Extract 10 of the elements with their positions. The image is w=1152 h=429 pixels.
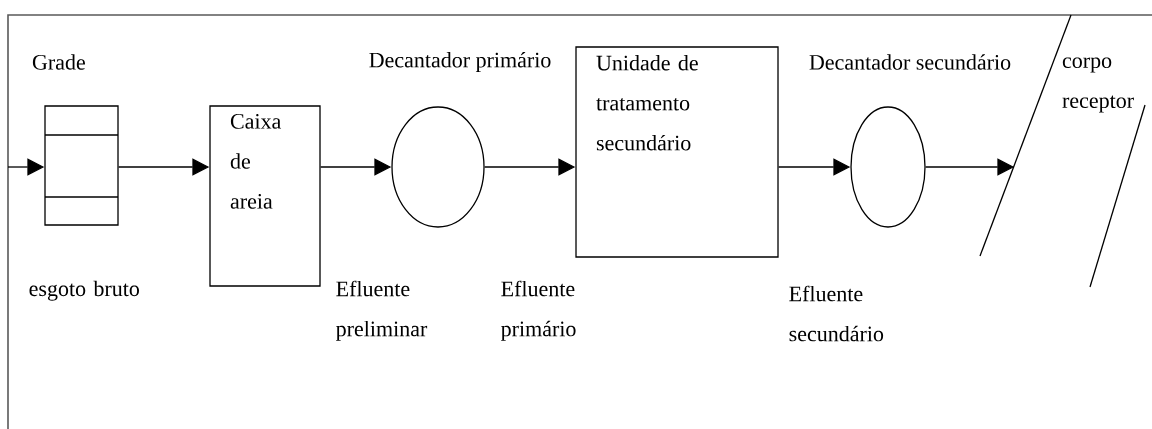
flow-label: Efluente primário <box>501 280 576 341</box>
flow-label: esgoto bruto <box>29 280 139 301</box>
node-label: Decantador secundário <box>809 54 1011 70</box>
flow-label: Efluente secundário <box>789 285 884 342</box>
process-box: Caixa de areia <box>209 105 321 287</box>
process-box: Unidade de tratamento secundário <box>575 46 779 258</box>
node-label: Decantador primário <box>369 52 551 72</box>
node-label: Grade <box>32 54 85 70</box>
flow-label: Efluente preliminar <box>336 280 428 341</box>
screen-drawing: Grade <box>32 54 119 226</box>
